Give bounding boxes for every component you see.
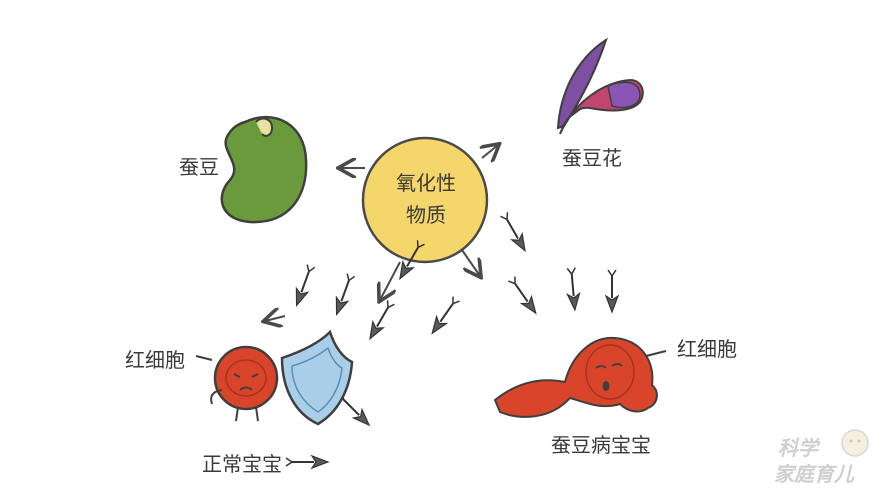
watermark-line1: 科学: [778, 436, 818, 460]
damaged-rbc-illustration: [493, 336, 667, 418]
oxidant-label: 氧化性 物质: [366, 167, 486, 231]
favism-baby-label: 蚕豆病宝宝: [551, 433, 651, 457]
oxidant-circle: [361, 136, 489, 264]
rbc-right-label: 红细胞: [677, 337, 737, 361]
shield-illustration: [280, 329, 354, 426]
rbc-left-label: 红细胞: [125, 348, 185, 372]
oxidant-label-line1: 氧化性: [396, 171, 456, 195]
flower-label: 蚕豆花: [562, 146, 622, 170]
oxidant-label-line2: 物质: [406, 203, 446, 227]
watermark-mascot: [841, 429, 869, 457]
normal-baby-label: 正常宝宝: [202, 452, 282, 476]
fava-bean-illustration: [220, 115, 308, 224]
watermark-logo: 科学 家庭育儿: [770, 428, 874, 490]
watermark-line2: 家庭育儿: [774, 462, 854, 486]
normal-rbc-illustration: [195, 345, 279, 422]
bean-label: 蚕豆: [179, 155, 219, 179]
fava-flower-illustration: [556, 37, 644, 135]
arrow-to-flower: [482, 145, 498, 158]
